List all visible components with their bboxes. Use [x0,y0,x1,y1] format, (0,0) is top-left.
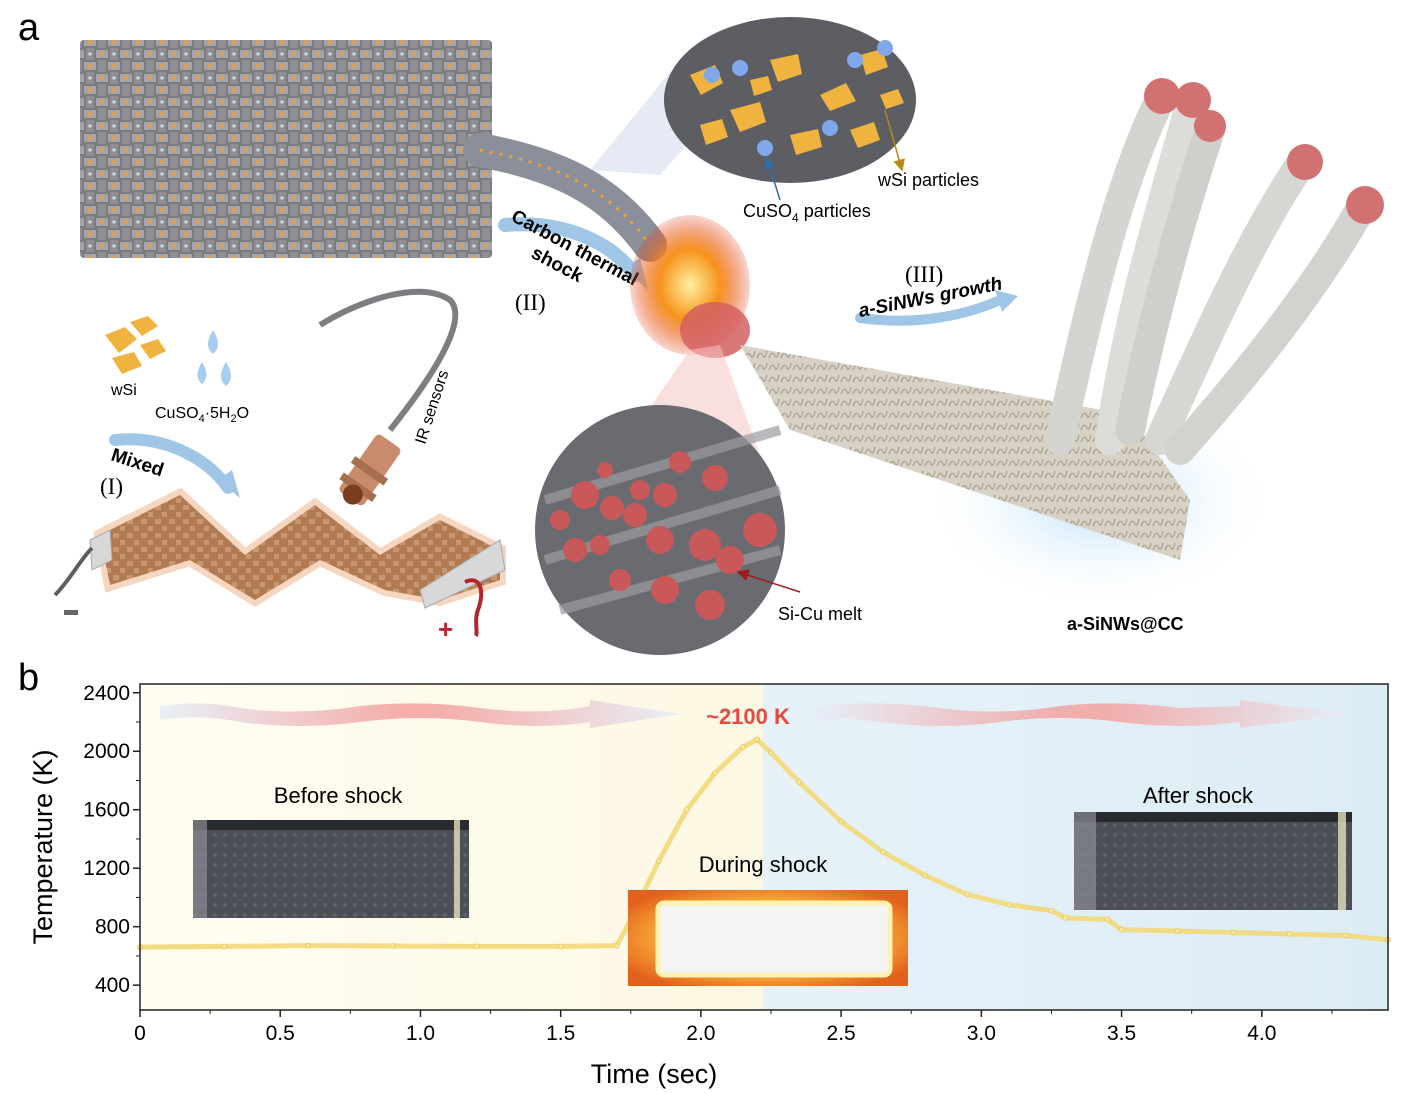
x-tick-label: 4.0 [1247,1022,1276,1045]
x-tick-label: 1.0 [406,1022,435,1045]
step3-arrow [855,295,1005,326]
zoom-circle-top [664,17,916,183]
step2-arrow [498,217,642,282]
temperature-point [740,743,746,750]
heated-cloth [100,495,500,600]
step2-roman: (II) [515,290,546,315]
x-tick-label: 1.5 [546,1022,575,1045]
ir-sensor-body [339,434,401,506]
cuso4-particles-label: CuSO4 particles [743,201,871,225]
axes: 0 0.5 1.0 1.5 2.0 2.5 3.0 3.5 4.0 400 800 1200 1600 2… [28,682,1389,1089]
temperature-point [557,943,564,950]
step1-roman: (I) [100,474,123,499]
temperature-point [1230,929,1237,936]
during-shock-photo [628,890,908,986]
plus-sign: + [438,614,453,644]
x-tick-label: 3.5 [1107,1022,1136,1045]
wire-negative [53,546,94,597]
x-tick-label: 2.5 [827,1022,856,1045]
temperature-point [1104,916,1111,923]
step1-arrow [109,433,234,494]
temperature-point [880,849,887,856]
temperature-point [1048,907,1055,914]
si-cu-melt-droplets [550,451,777,620]
temperature-point [655,857,662,864]
x-tick-label: 2.0 [686,1022,715,1045]
panel-b: b ~2100 K Before shock During shock Afte… [18,657,1391,1089]
nanowire-tips [1144,78,1384,224]
temperature-point [712,770,718,777]
panel-a: a wSi particles CuSO4 partic [18,7,1384,655]
temperature-point [964,891,971,898]
wsi-flake-icon [105,316,166,374]
step3-roman: (III) [905,262,943,287]
before-shock-photo [193,820,469,918]
y-tick-label: 2400 [83,682,130,705]
fiber-bundle [463,133,667,262]
y-tick-label: 2000 [83,740,130,763]
temperature-point [838,818,845,825]
temperature-point [683,806,690,813]
temperature-point [1343,932,1349,939]
carbon-cloth-illustration [80,40,492,258]
temperature-point [1006,901,1013,908]
temperature-point [613,942,620,949]
temperature-point [1286,931,1293,937]
a-sinws-bundle [740,345,1190,560]
large-nanowires [1045,85,1375,465]
y-tick-label: 1200 [83,857,130,880]
shock-zone-melt [680,302,750,358]
temperature-point [922,872,929,879]
wsi-material-label: wSi [110,382,137,399]
peak-temperature-label: ~2100 K [706,704,790,729]
temperature-point [1118,926,1125,933]
temperature-point [1174,928,1181,934]
after-shock-photo [1074,812,1352,910]
ir-sensor-label: IR sensors [413,368,453,446]
during-shock-label: During shock [699,852,828,877]
after-shock-label: After shock [1143,783,1254,808]
wsi-particles-label: wSi particles [877,170,979,190]
x-axis-label: Time (sec) [591,1059,718,1089]
before-shock-label: Before shock [274,783,403,808]
panel-a-label: a [18,7,40,49]
water-droplets-icon [197,330,231,386]
x-tick-label: 0 [134,1022,146,1045]
y-axis-label: Temperature (K) [28,749,58,944]
temperature-band-arrow [160,700,1350,728]
temperature-point [473,943,480,950]
plot-frame [139,683,1389,1011]
product-label: a-SiNWs@CC [1067,614,1184,634]
electrode-right [419,539,506,609]
y-tick-label: 800 [95,916,130,939]
si-cu-melt-label: Si-Cu melt [778,604,862,624]
temperature-point [221,943,228,950]
ir-sensor-cable [318,288,459,432]
wire-positive [464,578,484,637]
temperature-point [389,943,396,949]
temperature-point [305,942,312,949]
minus-sign [64,610,78,615]
temperature-point [796,779,802,785]
temperature-trace [137,736,1391,951]
temperature-point [754,736,760,743]
temperature-point [1062,915,1069,921]
y-tick-label: 400 [95,974,130,997]
wsi-flakes [690,49,904,155]
panel-b-label: b [18,657,39,699]
temperature-point [768,749,774,756]
electrode-left [89,529,113,571]
y-tick-label: 1600 [83,799,130,822]
cuso4-spheres [704,40,893,156]
x-tick-label: 3.0 [967,1022,996,1045]
cuso4-material-label: CuSO4·5H2O [155,405,249,425]
x-tick-label: 0.5 [266,1022,295,1045]
